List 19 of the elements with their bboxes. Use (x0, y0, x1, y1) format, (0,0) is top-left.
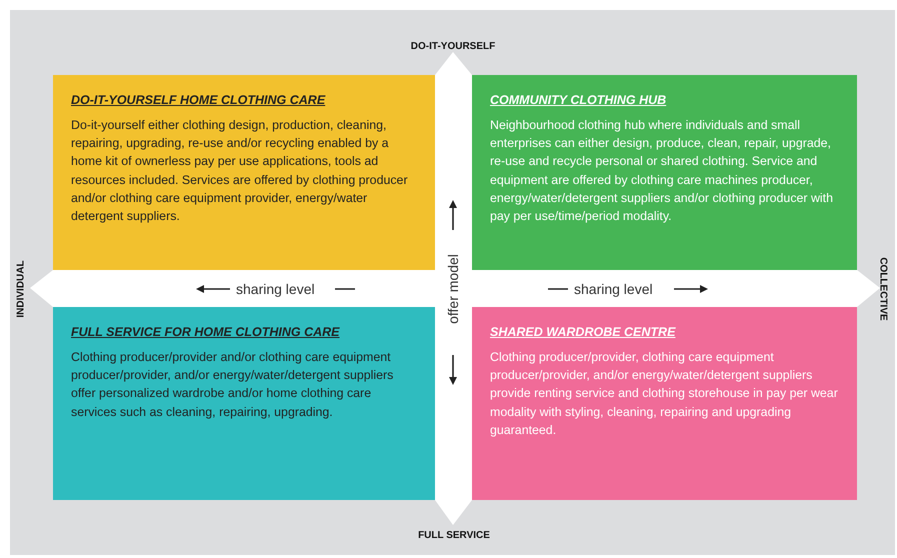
quadrant-heading: DO-IT-YOURSELF HOME CLOTHING CARE (71, 93, 326, 107)
quadrant-description: Clothing producer/provider and/or clothing care equipment producer/provider, and/or energy/water/detergent suppliers offer personalized wardrobe and/or home clothing care services such as cleaning, repairing, upgrading. (71, 349, 394, 421)
axis-label: FULL SERVICE (418, 530, 490, 541)
quadrant-heading: COMMUNITY CLOTHING HUB (490, 93, 666, 107)
quadrant-box (472, 75, 857, 270)
axis-label: DO-IT-YOURSELF (410, 41, 496, 52)
quadrant-description: Neighbourhood clothing hub where individuals and small enterprises can either design, produce, clean, repair, upgrade, re-use and recycle personal or shared clothing. Service and equipment are offered by clothing care machines producer, energy/water/detergent suppliers and/or clothing producer with pay per use/time/period modality. (490, 117, 834, 226)
quadrant-description: Clothing producer/provider, clothing care equipment producer/provider, and/or energy/water/detergent suppliers provide renting service and clothing storehouse in pay per wear modality with styling, cleaning, repairing and upgrading guaranteed. (490, 349, 839, 439)
axis-title: sharing level (574, 282, 653, 296)
axis-title: sharing level (236, 282, 315, 296)
quadrant-description: Do-it-yourself either clothing design, production, cleaning, repairing, upgrading, re-use and/or recycling enabled by a home kit of ownerless pay per use applications, tools ad resources included. Services are offered by clothing producer and/or clothing care equipment provider, energy/water detergent suppliers. (71, 117, 409, 226)
axis-title: offer model (446, 254, 460, 324)
axis-label: COLLECTIVE (878, 257, 888, 321)
quadrant-box (53, 75, 435, 270)
quadrant-box (472, 307, 857, 500)
quadrant-heading: FULL SERVICE FOR HOME CLOTHING CARE (71, 325, 340, 339)
quadrant-box (53, 307, 435, 500)
axis-label: INDIVIDUAL (16, 260, 26, 318)
quadrant-heading: SHARED WARDROBE CENTRE (490, 325, 676, 339)
